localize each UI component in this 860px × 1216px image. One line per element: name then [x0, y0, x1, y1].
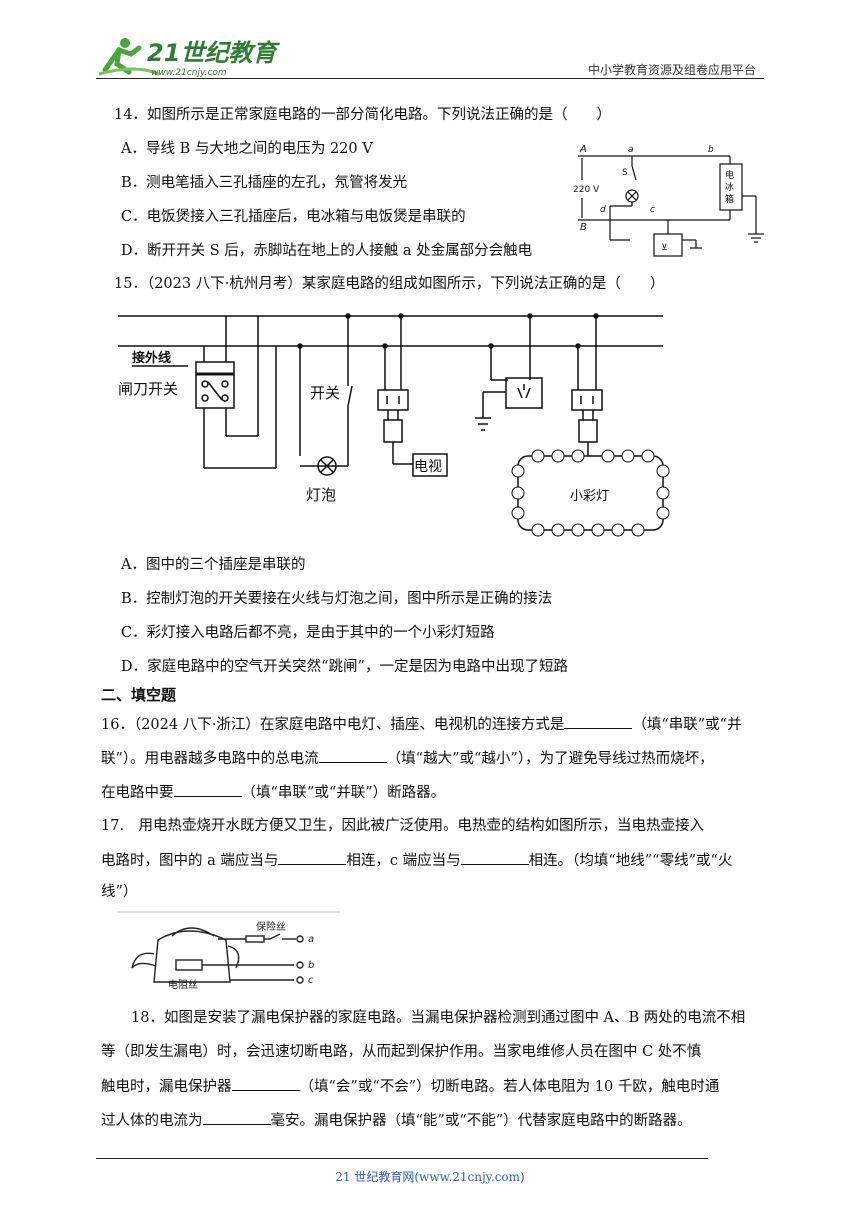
svg-text:220 V: 220 V	[573, 185, 600, 195]
q14-circuit-diagram: A B 220 V a b S d c ⊻ 电 冰 箱	[570, 140, 770, 260]
q16-line-1: 16．（2024 八下·浙江）在家庭电路中电灯、插座、电视机的连接方式是（填“串…	[101, 714, 742, 735]
q17-line-3: 线”）	[101, 884, 138, 900]
platform-tagline: 中小学教育资源及组卷应用平台	[587, 63, 756, 77]
svg-text:A: A	[579, 144, 587, 155]
q18-blank-1[interactable]	[231, 1076, 300, 1091]
svg-text:开关: 开关	[310, 384, 340, 402]
q18-line-4: 过人体的电流为毫安。漏电保护器（填“能”或“不能”）代替家庭电路中的断路器。	[101, 1110, 692, 1131]
svg-text:S: S	[622, 168, 628, 178]
svg-text:b: b	[708, 145, 714, 155]
q14-option-d: D．断开开关 S 后，赤脚站在地上的人接触 a 处金属部分会触电	[121, 243, 533, 259]
q17-blank-1[interactable]	[278, 850, 347, 865]
svg-text:a: a	[628, 145, 634, 155]
q14-option-a: A．导线 B 与大地之间的电压为 220 V	[121, 141, 373, 157]
footer-text: 21 世纪教育网(www.21cnjy.com)	[335, 1170, 525, 1184]
q16-blank-3[interactable]	[173, 782, 242, 797]
site-logo: 21世纪教育 www.21cnjy.com	[95, 34, 280, 80]
q18-blank-2[interactable]	[202, 1110, 271, 1125]
footer-divider	[96, 1158, 708, 1159]
svg-text:⊻: ⊻	[661, 243, 668, 253]
q15-option-d: D．家庭电路中的空气开关突然“跳闸”，一定是因为电路中出现了短路	[121, 659, 568, 675]
svg-text:电阻丝: 电阻丝	[168, 978, 198, 991]
svg-text:箱: 箱	[725, 193, 734, 205]
svg-text:21世纪教育: 21世纪教育	[147, 39, 280, 67]
q14-stem: 14．如图所示是正常家庭电路的一部分简化电路。下列说法正确的是（ ）	[114, 107, 611, 123]
header-divider	[96, 78, 764, 79]
q15-option-b: B．控制灯泡的开关要接在火线与灯泡之间，图中所示是正确的接法	[121, 591, 553, 607]
q18-line-1: 18．如图是安装了漏电保护器的家庭电路。当漏电保护器检测到通过图中 A、B 两处…	[131, 1010, 746, 1026]
q16-line-2: 联”）。用电器越多电路中的总电流（填“越大”或“越小”），为了避免导线过热而烧坏…	[101, 748, 714, 769]
q17-blank-2[interactable]	[460, 850, 529, 865]
svg-text:b: b	[308, 960, 314, 971]
svg-text:www.21cnjy.com: www.21cnjy.com	[151, 68, 227, 78]
runner-logo-icon	[98, 38, 160, 76]
svg-text:c: c	[650, 205, 655, 215]
svg-text:电: 电	[725, 169, 734, 181]
q14-option-b: B．测电笔插入三孔插座的左孔，氖管将发光	[121, 175, 408, 191]
q17-kettle-diagram: 电阻丝 保险丝 a b c	[118, 910, 342, 992]
q18-line-2: 等（即发生漏电）时，会迅速切断电路，从而起到保护作用。当家电维修人员在图中 C …	[101, 1044, 702, 1060]
q17-line-1: 17. 用电热壶烧开水既方便又卫生，因此被广泛使用。电热壶的结构如图所示，当电热…	[101, 818, 705, 834]
q15-option-a: A．图中的三个插座是串联的	[121, 557, 306, 573]
q18-line-3: 触电时，漏电保护器（填“会”或“不会”）切断电路。若人体电阻为 10 千欧，触电…	[101, 1076, 719, 1097]
svg-text:B: B	[580, 222, 587, 233]
q16-blank-2[interactable]	[318, 748, 387, 763]
section-title-fill-in: 二、填空题	[101, 686, 177, 704]
q14-option-c: C．电饭煲接入三孔插座后，电冰箱与电饭煲是串联的	[121, 209, 466, 225]
svg-text:a: a	[308, 934, 314, 945]
q17-line-2: 电路时，图中的 a 端应当与相连，c 端应当与相连。（均填“地线”“零线”或“火	[101, 850, 732, 871]
svg-text:小彩灯: 小彩灯	[570, 489, 609, 504]
q16-blank-1[interactable]	[564, 714, 633, 729]
q16-line-3: 在电路中要（填“串联”或“并联”）断路器。	[101, 782, 445, 803]
svg-text:d: d	[600, 205, 606, 215]
q15-circuit-diagram: 接外线 闸刀开关 开关 灯泡	[118, 306, 670, 546]
svg-text:电视: 电视	[414, 459, 442, 475]
q15-option-c: C．彩灯接入电路后都不亮，是由于其中的一个小彩灯短路	[121, 625, 495, 641]
svg-text:保险丝: 保险丝	[256, 920, 286, 933]
q15-stem: 15．（2023 八下·杭州月考）某家庭电路的组成如图所示，下列说法正确的是（ …	[114, 276, 665, 292]
svg-text:闸刀开关: 闸刀开关	[118, 380, 178, 398]
svg-text:接外线: 接外线	[132, 350, 171, 366]
svg-text:c: c	[308, 975, 314, 986]
svg-text:灯泡: 灯泡	[306, 486, 336, 504]
svg-text:冰: 冰	[725, 181, 734, 193]
